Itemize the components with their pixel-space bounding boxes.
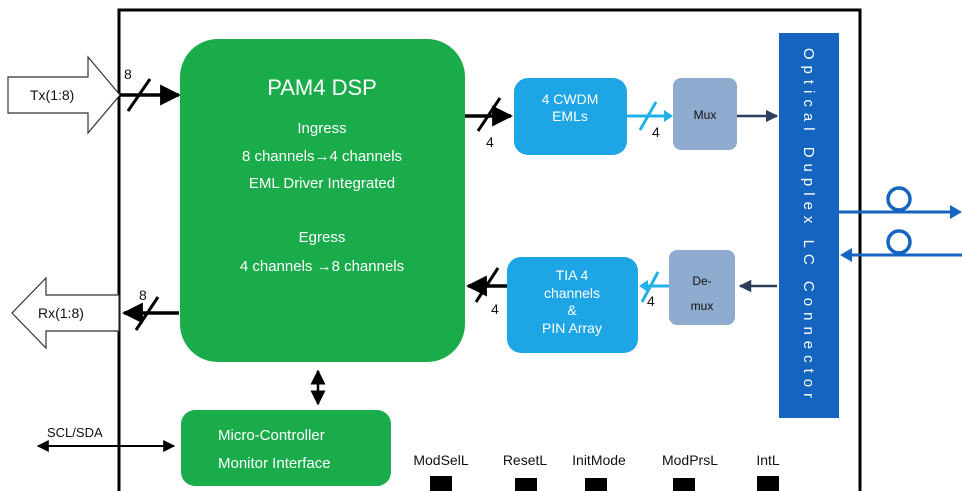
pin-label: InitMode	[572, 452, 626, 468]
tx-bus-width: 8	[124, 66, 132, 82]
demux-tia-width: 4	[647, 293, 655, 309]
demux-block	[669, 250, 735, 325]
lc-connector-block	[779, 33, 839, 418]
tia-label-line4: PIN Array	[542, 320, 602, 336]
dsp-egress-heading: Egress	[299, 229, 346, 246]
dsp-ingress-heading: Ingress	[297, 120, 346, 137]
dsp-eml-bus-width: 4	[486, 134, 494, 150]
tx-bus-slash	[126, 78, 152, 112]
mcu-label-line2: Monitor Interface	[218, 455, 331, 472]
eml-mux-width: 4	[652, 124, 660, 140]
dsp-title: PAM4 DSP	[267, 75, 377, 100]
demux-tia-arrowhead	[639, 280, 648, 292]
pam4-dsp-block	[180, 39, 465, 362]
fiber-tx-output	[839, 186, 962, 219]
mux-label: Mux	[694, 108, 717, 122]
i2c-label: SCL/SDA	[47, 425, 103, 440]
tx-input-arrow: Tx(1:8)	[7, 55, 121, 135]
tia-label-line1: TIA 4	[556, 267, 589, 283]
pin-initmode: InitMode	[572, 452, 626, 491]
module-outline	[117, 8, 862, 491]
eml-label-line2: EMLs	[552, 108, 588, 124]
dsp-ingress-driver: EML Driver Integrated	[249, 175, 395, 192]
pin-label: ResetL	[503, 452, 548, 468]
tx-label: Tx(1:8)	[30, 87, 74, 103]
rx-output-arrow: Rx(1:8)	[11, 276, 120, 350]
tia-dsp-slash	[474, 267, 500, 303]
eml-mux-arrowhead	[664, 110, 673, 122]
pin-pad	[757, 476, 779, 491]
pin-resetl: ResetL	[503, 452, 548, 491]
pin-pad	[430, 476, 452, 491]
tia-dsp-width: 4	[491, 301, 499, 317]
tia-pin-block	[507, 257, 638, 353]
pin-pad	[585, 478, 607, 491]
fiber-rx-input	[840, 229, 962, 262]
demux-label-line1: De-	[692, 274, 711, 288]
micro-controller-block	[181, 410, 391, 486]
pin-modsell: ModSelL	[413, 452, 469, 491]
pin-label: ModSelL	[413, 452, 468, 468]
eml-label-line1: 4 CWDM	[542, 91, 599, 107]
rx-bus-slash	[134, 296, 160, 331]
rx-label: Rx(1:8)	[38, 305, 84, 321]
rx-bus-width: 8	[139, 287, 147, 303]
demux-tia-slash	[640, 271, 660, 303]
tia-label-line2: channels	[544, 285, 600, 301]
pin-pad	[673, 478, 695, 491]
demux-label-line2: mux	[691, 299, 714, 313]
dsp-eml-bus-slash	[476, 97, 502, 132]
pin-modprsl: ModPrsL	[662, 452, 718, 491]
dsp-egress-channels: 4 channels →8 channels	[240, 258, 404, 275]
mcu-label-line1: Micro-Controller	[218, 427, 325, 444]
fiber-loop-icon	[886, 186, 912, 212]
cwdm-eml-block	[514, 78, 627, 155]
pin-pad	[515, 478, 537, 491]
eml-mux-slash	[638, 101, 658, 131]
dsp-ingress-channels: 8 channels→4 channels	[242, 148, 402, 165]
lc-connector-label: Optical Duplex LC Connector	[800, 48, 817, 404]
pin-label: ModPrsL	[662, 452, 718, 468]
tia-label-line3: &	[567, 302, 577, 318]
pin-label: IntL	[756, 452, 780, 468]
mux-block	[673, 78, 737, 150]
fiber-loop-icon	[886, 229, 912, 255]
pin-intl: IntL	[756, 452, 780, 491]
